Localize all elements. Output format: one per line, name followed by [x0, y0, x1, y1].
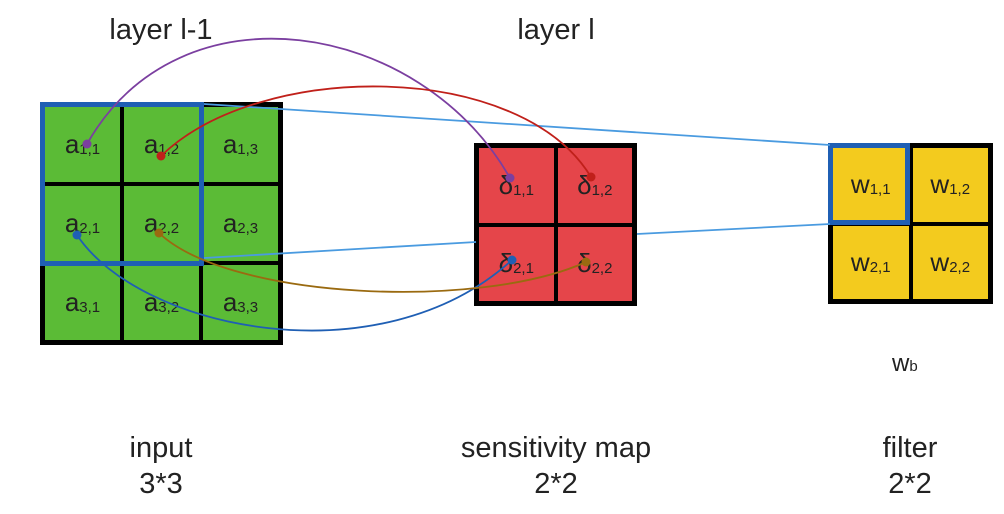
layer-current-title: layer l: [517, 14, 595, 46]
cell-base: w: [930, 169, 950, 200]
cell-subscript: 2,1: [869, 258, 891, 276]
cell-subscript: 2,2: [949, 258, 971, 276]
cell-base: δ: [498, 169, 514, 200]
filter-size-caption: 2*2: [888, 468, 932, 500]
bias-subscript: b: [909, 358, 918, 375]
cell-base: a: [64, 129, 80, 159]
cell-base: δ: [577, 248, 592, 279]
sensitivity-map-caption: sensitivity map: [460, 432, 652, 464]
input-caption: input: [129, 432, 193, 464]
cell-base: w: [850, 169, 870, 200]
projection-line-bottom-right: [636, 223, 831, 235]
cell-subscript: 1,2: [591, 181, 613, 199]
cell-subscript: 3,3: [237, 299, 259, 316]
cell-subscript: 2,1: [513, 260, 534, 278]
cell-subscript: 3,2: [158, 299, 180, 316]
bias-base: w: [892, 350, 910, 377]
cell-base: a: [222, 287, 238, 317]
cell-subscript: 2,3: [237, 220, 259, 237]
cell-subscript: 1,1: [79, 141, 101, 158]
cell-base: a: [222, 208, 238, 238]
cell-base: a: [143, 287, 159, 317]
cell-base: δ: [577, 169, 592, 200]
bias-label: wb: [892, 350, 918, 378]
cell-base: w: [850, 246, 870, 277]
cell-subscript: 1,3: [237, 141, 259, 158]
cell-subscript: 2,2: [591, 260, 613, 278]
cell-subscript: 1,2: [949, 181, 971, 199]
cell-base: a: [64, 208, 80, 238]
cell-base: a: [143, 129, 159, 159]
cell-base: a: [143, 208, 159, 238]
cell-base: w: [930, 246, 950, 277]
cell-base: a: [64, 287, 80, 317]
cell-subscript: 1,1: [513, 181, 534, 199]
cell-base: a: [222, 129, 238, 159]
cell-subscript: 2,1: [79, 220, 101, 237]
cell-subscript: 1,1: [869, 181, 891, 199]
sensitivity-map-size-caption: 2*2: [534, 468, 578, 500]
cell-base: δ: [498, 248, 514, 279]
cell-subscript: 2,2: [158, 220, 180, 237]
layer-prev-title: layer l-1: [109, 14, 213, 46]
cell-subscript: 1,2: [158, 141, 180, 158]
input-size-caption: 3*3: [139, 468, 183, 500]
projection-line-top: [203, 103, 831, 146]
filter-caption: filter: [882, 432, 938, 464]
cell-subscript: 3,1: [79, 299, 101, 316]
